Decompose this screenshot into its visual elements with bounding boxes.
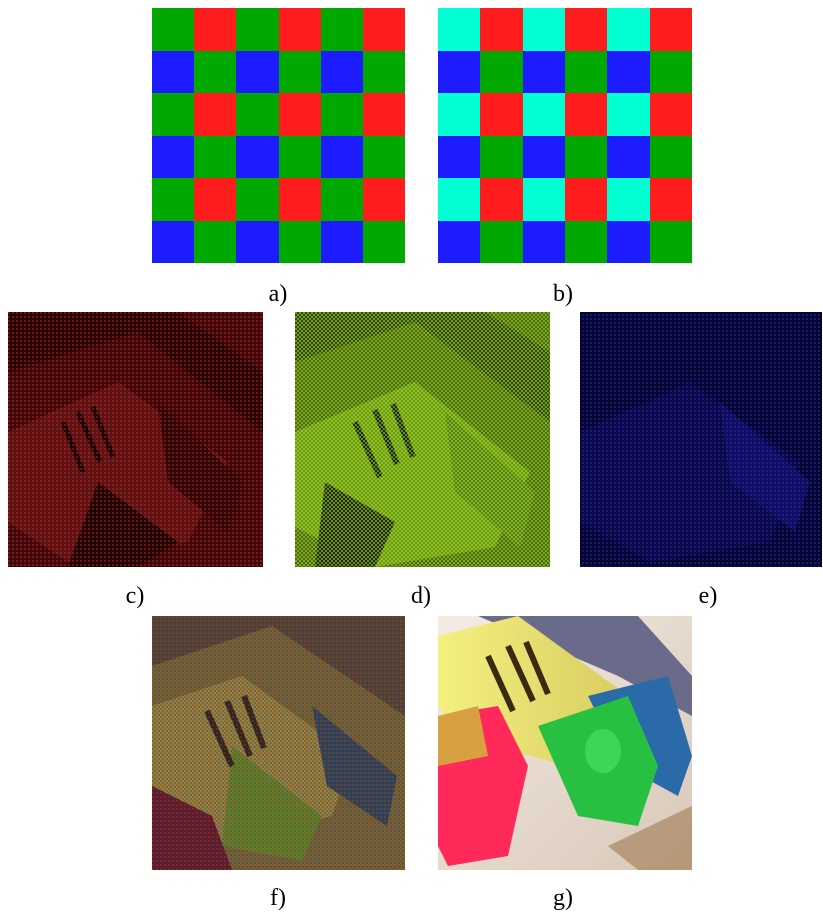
filter-cell-cyan	[522, 8, 565, 51]
filter-cell-cyan	[607, 178, 650, 221]
filter-cell-green	[362, 135, 405, 178]
green-channel-image	[295, 312, 550, 567]
filter-cell-green	[320, 8, 363, 51]
filter-cell-blue	[607, 135, 650, 178]
filter-cell-red	[278, 93, 321, 136]
filter-cell-blue	[522, 135, 565, 178]
caption-a: a)	[268, 281, 288, 307]
filter-cell-green	[362, 50, 405, 93]
filter-cell-red	[564, 8, 608, 51]
filter-cell-green	[649, 220, 692, 263]
mosaic-composite-image	[152, 616, 405, 870]
filter-cell-cyan	[522, 93, 565, 136]
filter-cell-green	[362, 220, 405, 263]
filter-cell-green	[564, 135, 608, 178]
filter-cell-green	[649, 135, 692, 178]
filter-cell-red	[649, 8, 692, 51]
filter-cell-blue	[236, 220, 279, 263]
filter-cell-blue	[607, 50, 650, 93]
caption-g: g)	[553, 885, 573, 911]
filter-cell-green	[278, 50, 321, 93]
filter-cell-green	[236, 93, 279, 136]
filter-cell-green	[564, 50, 608, 93]
filter-cell-cyan	[522, 178, 565, 221]
caption-c: c)	[125, 583, 145, 609]
filter-cell-blue	[438, 50, 481, 93]
filter-cell-red	[480, 8, 523, 51]
filter-cell-green	[278, 135, 321, 178]
filter-cell-green	[320, 93, 363, 136]
filter-cell-cyan	[607, 93, 650, 136]
filter-cell-red	[564, 93, 608, 136]
filter-cell-blue	[607, 220, 650, 263]
filter-cell-blue	[152, 135, 195, 178]
caption-d: d)	[411, 583, 431, 609]
filter-cell-blue	[522, 50, 565, 93]
filter-cell-red	[278, 178, 321, 221]
filter-cell-cyan	[438, 178, 481, 221]
caption-f: f)	[270, 885, 286, 911]
filter-cell-green	[152, 93, 195, 136]
demosaiced-color-image	[438, 616, 692, 870]
filter-cell-green	[194, 50, 237, 93]
filter-cell-green	[480, 220, 523, 263]
filter-cell-green	[194, 135, 237, 178]
filter-cell-green	[152, 178, 195, 221]
filter-cell-green	[320, 178, 363, 221]
caption-b: b)	[553, 281, 573, 307]
filter-cell-red	[480, 93, 523, 136]
filter-cell-red	[194, 8, 237, 51]
filter-cell-green	[236, 8, 279, 51]
filter-cell-blue	[152, 50, 195, 93]
filter-cell-red	[362, 178, 405, 221]
filter-cell-red	[480, 178, 523, 221]
filter-cell-blue	[438, 220, 481, 263]
filter-cell-blue	[320, 50, 363, 93]
filter-cell-green	[152, 8, 195, 51]
filter-cell-green	[480, 50, 523, 93]
filter-cell-green	[564, 220, 608, 263]
filter-cell-red	[564, 178, 608, 221]
caption-e: e)	[698, 583, 718, 609]
filter-cell-red	[194, 93, 237, 136]
filter-cell-green	[649, 50, 692, 93]
filter-cell-red	[194, 178, 237, 221]
color-filter-pattern-a	[152, 8, 405, 263]
filter-cell-blue	[236, 50, 279, 93]
filter-cell-blue	[320, 135, 363, 178]
blue-channel-image	[580, 312, 822, 567]
filter-cell-blue	[438, 135, 481, 178]
filter-cell-blue	[236, 135, 279, 178]
filter-cell-green	[194, 220, 237, 263]
filter-cell-blue	[320, 220, 363, 263]
filter-cell-green	[480, 135, 523, 178]
filter-cell-red	[649, 178, 692, 221]
filter-cell-red	[362, 8, 405, 51]
filter-cell-green	[278, 220, 321, 263]
filter-cell-cyan	[438, 93, 481, 136]
filter-cell-green	[236, 178, 279, 221]
filter-cell-red	[649, 93, 692, 136]
red-channel-image	[8, 312, 263, 567]
filter-cell-blue	[522, 220, 565, 263]
filter-cell-red	[362, 93, 405, 136]
color-filter-pattern-b	[438, 8, 692, 263]
filter-cell-cyan	[607, 8, 650, 51]
filter-cell-blue	[152, 220, 195, 263]
filter-cell-red	[278, 8, 321, 51]
filter-cell-cyan	[438, 8, 481, 51]
